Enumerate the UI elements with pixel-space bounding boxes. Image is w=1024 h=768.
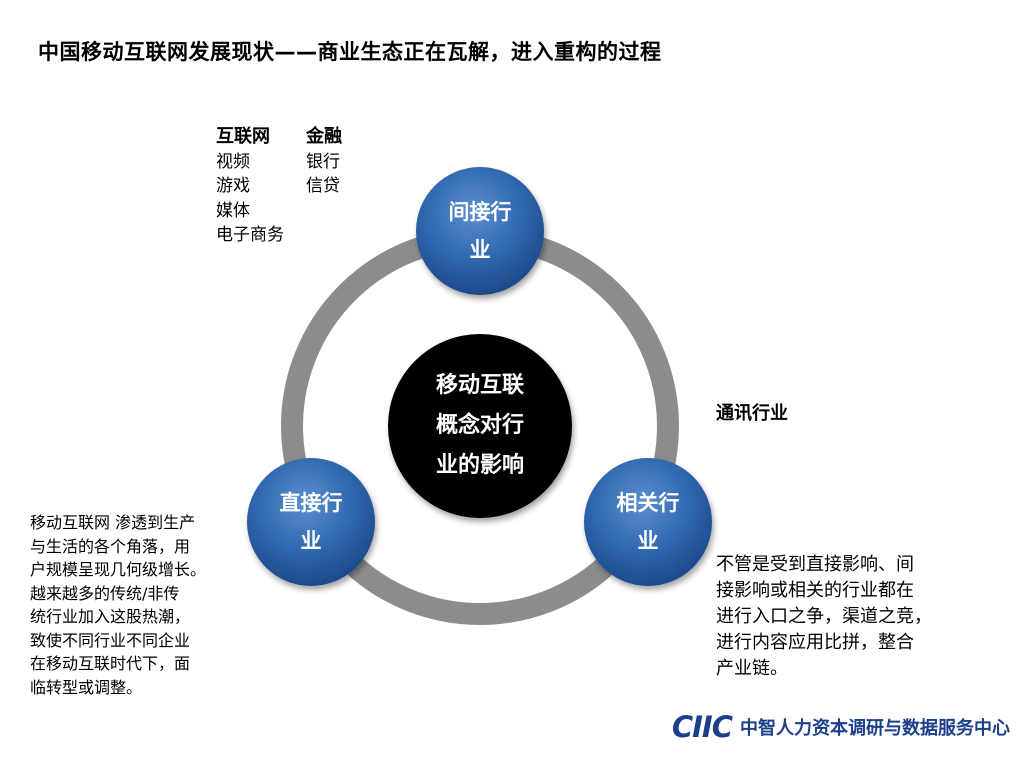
- description-line: 移动互联网 渗透到生产: [30, 513, 196, 532]
- finance-item: 信贷: [306, 176, 340, 196]
- direct-node-circle: [247, 458, 375, 586]
- description-line: 统行业加入这股热潮，: [30, 607, 191, 626]
- internet-item: 媒体: [216, 200, 250, 221]
- description-line: 接影响或相关的行业都在: [716, 580, 914, 601]
- related-node-circle: [584, 458, 712, 586]
- indirect-node-circle: [416, 167, 544, 295]
- description-line: 与生活的各个角落，用: [30, 536, 191, 556]
- internet-column: 互联网 视频 游戏 媒体 电子商务: [216, 125, 284, 248]
- description-line: 临转型或调整。: [30, 677, 143, 697]
- description-line: 进行入口之争，渠道之竞，: [716, 606, 932, 627]
- direct-description: 移动互联网 渗透到生产 与生活的各个角落，用 户规模呈现几何级增长。 越来越多的…: [30, 511, 245, 699]
- indirect-node-label: 间接行 业: [448, 200, 512, 262]
- telecom-label: 通讯行业: [716, 403, 788, 424]
- internet-item: 游戏: [216, 176, 250, 196]
- description-line: 户规模呈现几何级增长。: [30, 560, 207, 579]
- logo-mark: CIIC: [671, 710, 733, 744]
- description-line: 在移动互联时代下，面: [30, 654, 191, 673]
- description-line: 越来越多的传统/非传: [30, 583, 180, 603]
- description-line: 进行内容应用比拼，整合: [716, 632, 914, 653]
- finance-header: 金融: [306, 126, 342, 147]
- internet-item: 视频: [216, 151, 250, 172]
- ciic-logo: CIIC 中智人力资本调研与数据服务中心: [672, 710, 1010, 744]
- center-circle: [388, 334, 572, 518]
- center-line: 概念对行: [435, 413, 524, 438]
- center-line: 业的影响: [435, 453, 524, 478]
- indirect-examples: 互联网 视频 游戏 媒体 电子商务 金融 银行 信贷: [216, 125, 342, 248]
- logo-text: 中智人力资本调研与数据服务中心: [740, 718, 1010, 739]
- finance-column: 金融 银行 信贷: [306, 125, 342, 248]
- center-line: 移动互联: [435, 373, 524, 398]
- internet-header: 互联网: [216, 126, 270, 147]
- direct-node-label: 直接行 业: [279, 491, 343, 553]
- description-line: 产业链。: [716, 658, 788, 679]
- finance-item: 银行: [306, 151, 340, 172]
- related-description: 不管是受到直接影响、间 接影响或相关的行业都在 进行入口之争，渠道之竞， 进行内…: [716, 552, 991, 682]
- description-line: 不管是受到直接影响、间: [716, 554, 914, 575]
- center-label: 移动互联 概念对行 业的影响: [400, 366, 560, 486]
- related-node-label: 相关行 业: [616, 491, 680, 553]
- page-title: 中国移动互联网发展现状——商业生态正在瓦解，进入重构的过程: [38, 40, 662, 64]
- description-line: 致使不同行业不同企业: [30, 630, 191, 650]
- internet-item: 电子商务: [216, 225, 284, 245]
